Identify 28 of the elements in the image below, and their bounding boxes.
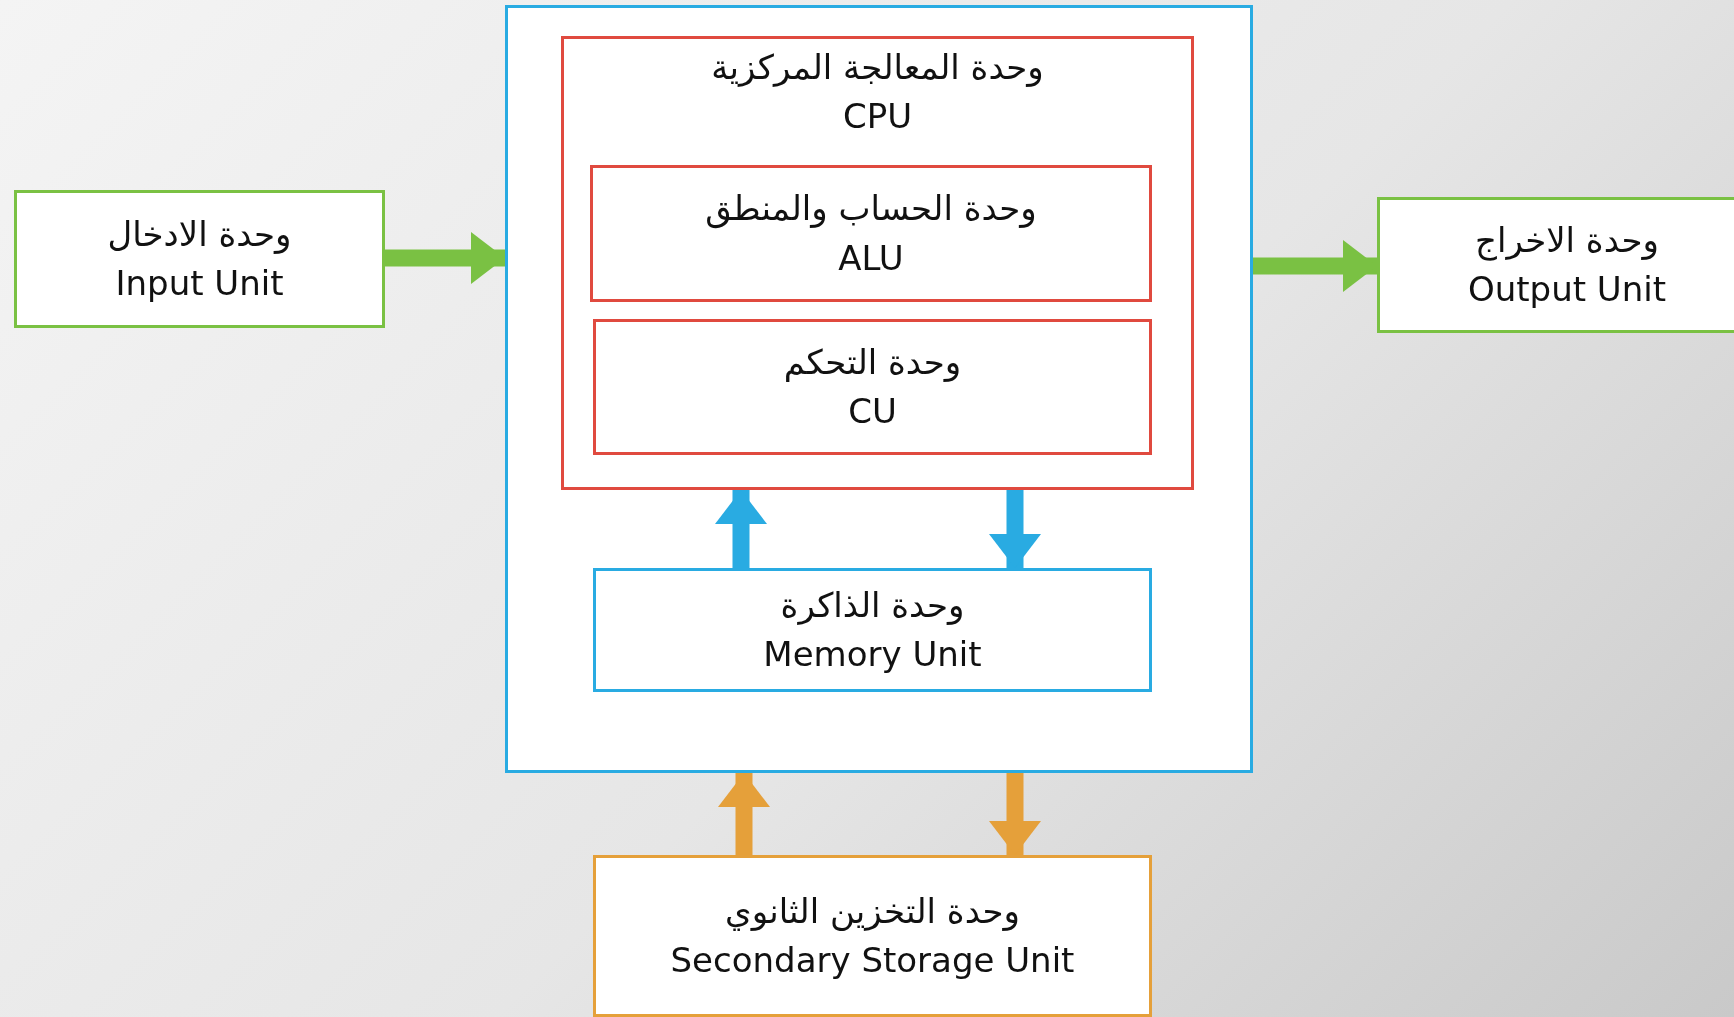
arrow xyxy=(989,490,1041,568)
arrow xyxy=(718,773,770,855)
process-box xyxy=(593,568,1152,692)
arrow xyxy=(715,490,767,568)
arabic-label: وحدة التحكم xyxy=(783,340,962,384)
process-box xyxy=(561,36,1194,490)
arabic-label: وحدة الحساب والمنطق xyxy=(705,187,1037,231)
english-label: CPU xyxy=(842,95,913,139)
process-box xyxy=(1377,197,1734,333)
english-label: Output Unit xyxy=(1467,268,1667,311)
arabic-label: وحدة المعالجة المركزية xyxy=(711,46,1044,89)
arrow xyxy=(1253,240,1377,292)
process-box xyxy=(593,855,1152,1017)
english-label: Input Unit xyxy=(115,262,284,305)
english-label: CU xyxy=(848,390,897,433)
arrow xyxy=(385,232,505,284)
process-box xyxy=(590,165,1152,302)
arabic-label: وحدة الذاكرة xyxy=(780,583,965,627)
container-box xyxy=(505,5,1253,773)
arrow xyxy=(989,773,1041,855)
process-box xyxy=(593,319,1152,455)
english-label: Secondary Storage Unit xyxy=(670,939,1075,982)
english-label: Memory Unit xyxy=(763,633,982,676)
process-box xyxy=(14,190,385,328)
english-label: ALU xyxy=(838,236,904,280)
arabic-label: وحدة الاخراج xyxy=(1475,218,1659,263)
arabic-label: وحدة التخزين الثانوي xyxy=(725,889,1020,933)
arabic-label: وحدة الادخال xyxy=(107,212,292,256)
